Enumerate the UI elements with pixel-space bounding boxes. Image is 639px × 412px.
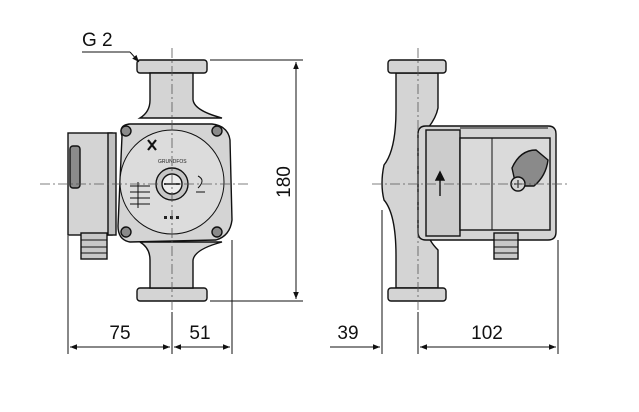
side-horizontal-dimension (330, 210, 559, 354)
rotation-symbol (196, 175, 205, 193)
thread-label: G 2 (82, 30, 113, 51)
flow-arrow-icon (434, 170, 446, 196)
dim-front-left-label: 75 (109, 323, 130, 344)
cable-gland (80, 232, 108, 260)
front-top-neck (137, 72, 223, 119)
front-ribs (130, 182, 150, 208)
side-view (381, 59, 557, 302)
grundfos-logo-icon (147, 139, 157, 151)
front-marks (164, 216, 179, 219)
screw-bottom-right (211, 226, 223, 238)
side-motor-plate (425, 129, 461, 237)
thread-leader-arrow (129, 51, 140, 63)
front-bottom-neck (137, 241, 223, 289)
grundfos-logo-text: GRUNDFOS (158, 159, 187, 165)
side-centerlines (372, 48, 570, 312)
dim-side-left-label: 39 (337, 323, 358, 344)
side-top-flange (387, 59, 447, 74)
side-cable-gland (493, 232, 519, 260)
front-centerlines (40, 48, 250, 312)
side-bottom-flange (387, 287, 447, 302)
front-horizontal-dimension (67, 236, 233, 354)
height-dimension (210, 59, 303, 302)
screw-top-right (211, 125, 223, 137)
dim-side-right-label: 102 (471, 323, 503, 344)
front-view (67, 59, 233, 302)
screw-bottom-left (120, 226, 132, 238)
screw-top-left (120, 125, 132, 137)
dim-height-label: 180 (274, 166, 295, 198)
terminal-knobs (69, 145, 81, 189)
dim-front-right-label: 51 (189, 323, 210, 344)
